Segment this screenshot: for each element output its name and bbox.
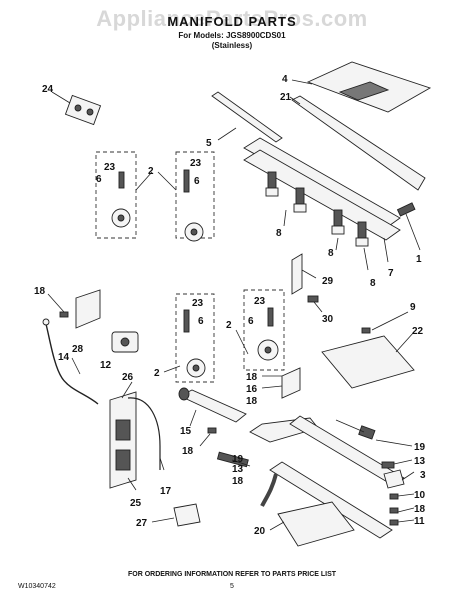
part-22-tray <box>321 311 415 389</box>
callout-24: 24 <box>42 84 54 95</box>
callout-2-c: 2 <box>226 320 232 331</box>
callout-23-b: 23 <box>190 158 202 169</box>
callout-5: 5 <box>206 138 212 149</box>
callout-19-a: 19 <box>232 454 244 465</box>
callout-18-c: 18 <box>246 396 258 407</box>
callout-17: 17 <box>160 486 172 497</box>
callout-2-a: 2 <box>148 166 154 177</box>
callout-19-b: 19 <box>414 442 426 453</box>
callout-13-b: 13 <box>414 456 426 467</box>
callout-1: 1 <box>416 254 422 265</box>
part-25-igniter-assembly <box>109 381 165 491</box>
part-21-bracket <box>289 95 426 191</box>
callout-22: 22 <box>412 326 424 337</box>
part-27-clip <box>151 503 201 527</box>
part-24-valve-block <box>51 91 102 126</box>
part-5-rail <box>211 91 283 143</box>
callout-18-a: 18 <box>34 286 46 297</box>
callout-20: 20 <box>254 526 266 537</box>
document-number: W10340742 <box>18 583 56 590</box>
part-20-tray <box>269 501 355 547</box>
callout-29: 29 <box>322 276 334 287</box>
part-14-tube <box>42 318 99 405</box>
page-title: MANIFOLD PARTS <box>167 14 297 29</box>
callout-26: 26 <box>122 372 134 383</box>
callout-6-b: 6 <box>194 176 200 187</box>
callout-11: 11 <box>414 516 425 527</box>
callout-8-a: 8 <box>276 228 282 239</box>
callout-18-b: 18 <box>246 372 258 383</box>
callout-8-b: 8 <box>328 248 334 259</box>
callout-7: 7 <box>388 268 394 279</box>
callout-21: 21 <box>280 92 292 103</box>
finish-line: (Stainless) <box>211 41 253 50</box>
callout-16: 16 <box>246 384 258 395</box>
callout-27: 27 <box>136 518 148 529</box>
callout-15: 15 <box>180 426 192 437</box>
part-16-bracket <box>261 367 301 399</box>
callout-3: 3 <box>420 470 426 481</box>
part-1-fitting <box>396 202 421 251</box>
callout-10: 10 <box>414 490 426 501</box>
part-4-heat-shield <box>291 61 432 113</box>
callout-23-d: 23 <box>254 296 266 307</box>
valve-kit-box-d <box>235 289 285 371</box>
part-15-burner-tube <box>178 387 247 447</box>
ordering-note: FOR ORDERING INFORMATION REFER TO PARTS … <box>127 571 337 578</box>
part-28-bracket <box>47 289 101 329</box>
callout-8-c: 8 <box>370 278 376 289</box>
model-line: For Models: JGS8900CDS01 <box>178 31 286 40</box>
callout-6-d: 6 <box>248 316 254 327</box>
callout-18-e: 18 <box>232 476 244 487</box>
valve-kit-box-c <box>163 293 215 383</box>
callout-23-a: 23 <box>104 162 116 173</box>
callout-2-b: 2 <box>154 368 160 379</box>
callout-18-d: 18 <box>182 446 194 457</box>
callout-23-c: 23 <box>192 298 204 309</box>
part-29-bracket <box>291 253 323 313</box>
manifold-assembly-bottom <box>216 415 415 539</box>
callout-9: 9 <box>410 302 416 313</box>
callout-25: 25 <box>130 498 142 509</box>
callout-30: 30 <box>322 314 334 325</box>
valve-kit-box-b <box>157 151 215 242</box>
part-12-valve <box>111 331 139 353</box>
callout-28: 28 <box>72 344 84 355</box>
callout-12: 12 <box>100 360 112 371</box>
callout-14: 14 <box>58 352 70 363</box>
callout-6-c: 6 <box>198 316 204 327</box>
valve-kit-box-a <box>95 151 153 239</box>
callout-6-a: 6 <box>96 174 102 185</box>
callout-13-a: 13 <box>232 464 244 475</box>
callout-18-f: 18 <box>414 504 426 515</box>
callout-4: 4 <box>282 74 288 85</box>
page-number: 5 <box>230 583 234 590</box>
watermark: AppliancePartsPros.com <box>96 6 368 31</box>
manifold-assembly-top <box>243 137 401 271</box>
